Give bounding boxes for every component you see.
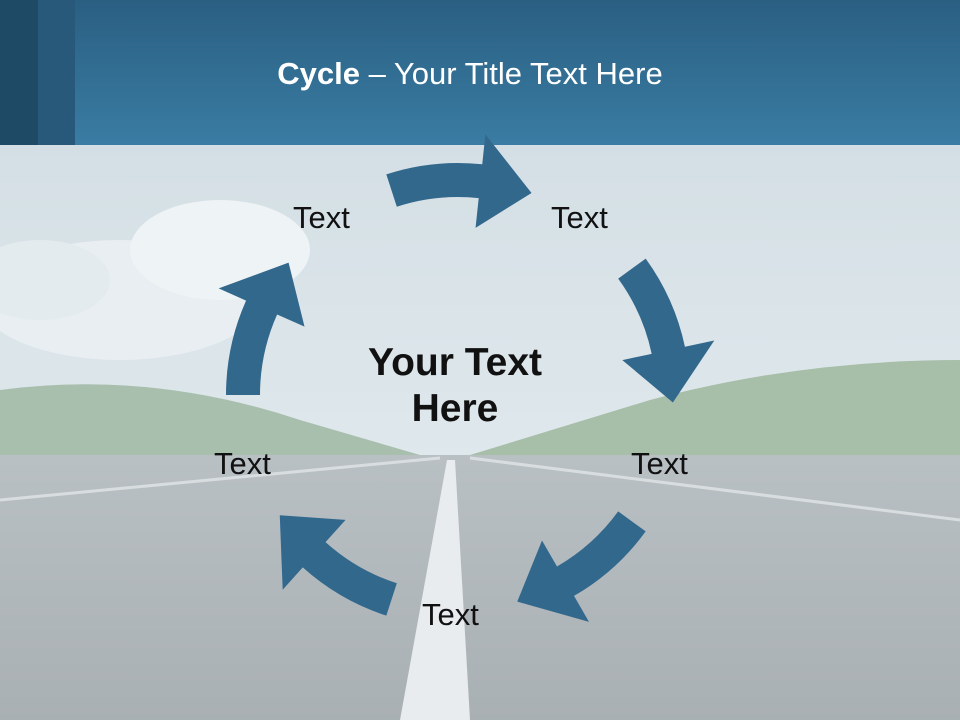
center-text: Your Text Here [330,340,580,432]
cycle-node-2: Text [551,200,608,235]
title-bar-accent [0,0,38,145]
title-bar-accent-2 [38,0,75,145]
cycle-node-1: Text [293,200,350,235]
cycle-arrow-2 [618,258,715,403]
cycle-arrow-3 [517,511,646,622]
title-bar [0,0,960,145]
cycle-arrow-5 [218,262,305,395]
cycle-node-4: Text [422,597,479,632]
title-rest: – Your Title Text Here [360,56,663,91]
center-text-line-2: Here [411,387,499,430]
cycle-arrow-1 [386,134,532,228]
cycle-node-3: Text [631,446,688,481]
center-text-line-1: Your Text [367,341,543,384]
cycle-node-5: Text [214,446,271,481]
title-bold: Cycle [277,56,360,91]
cycle-arrow-4 [279,515,397,616]
slide-title: Cycle – Your Title Text Here [0,56,940,92]
